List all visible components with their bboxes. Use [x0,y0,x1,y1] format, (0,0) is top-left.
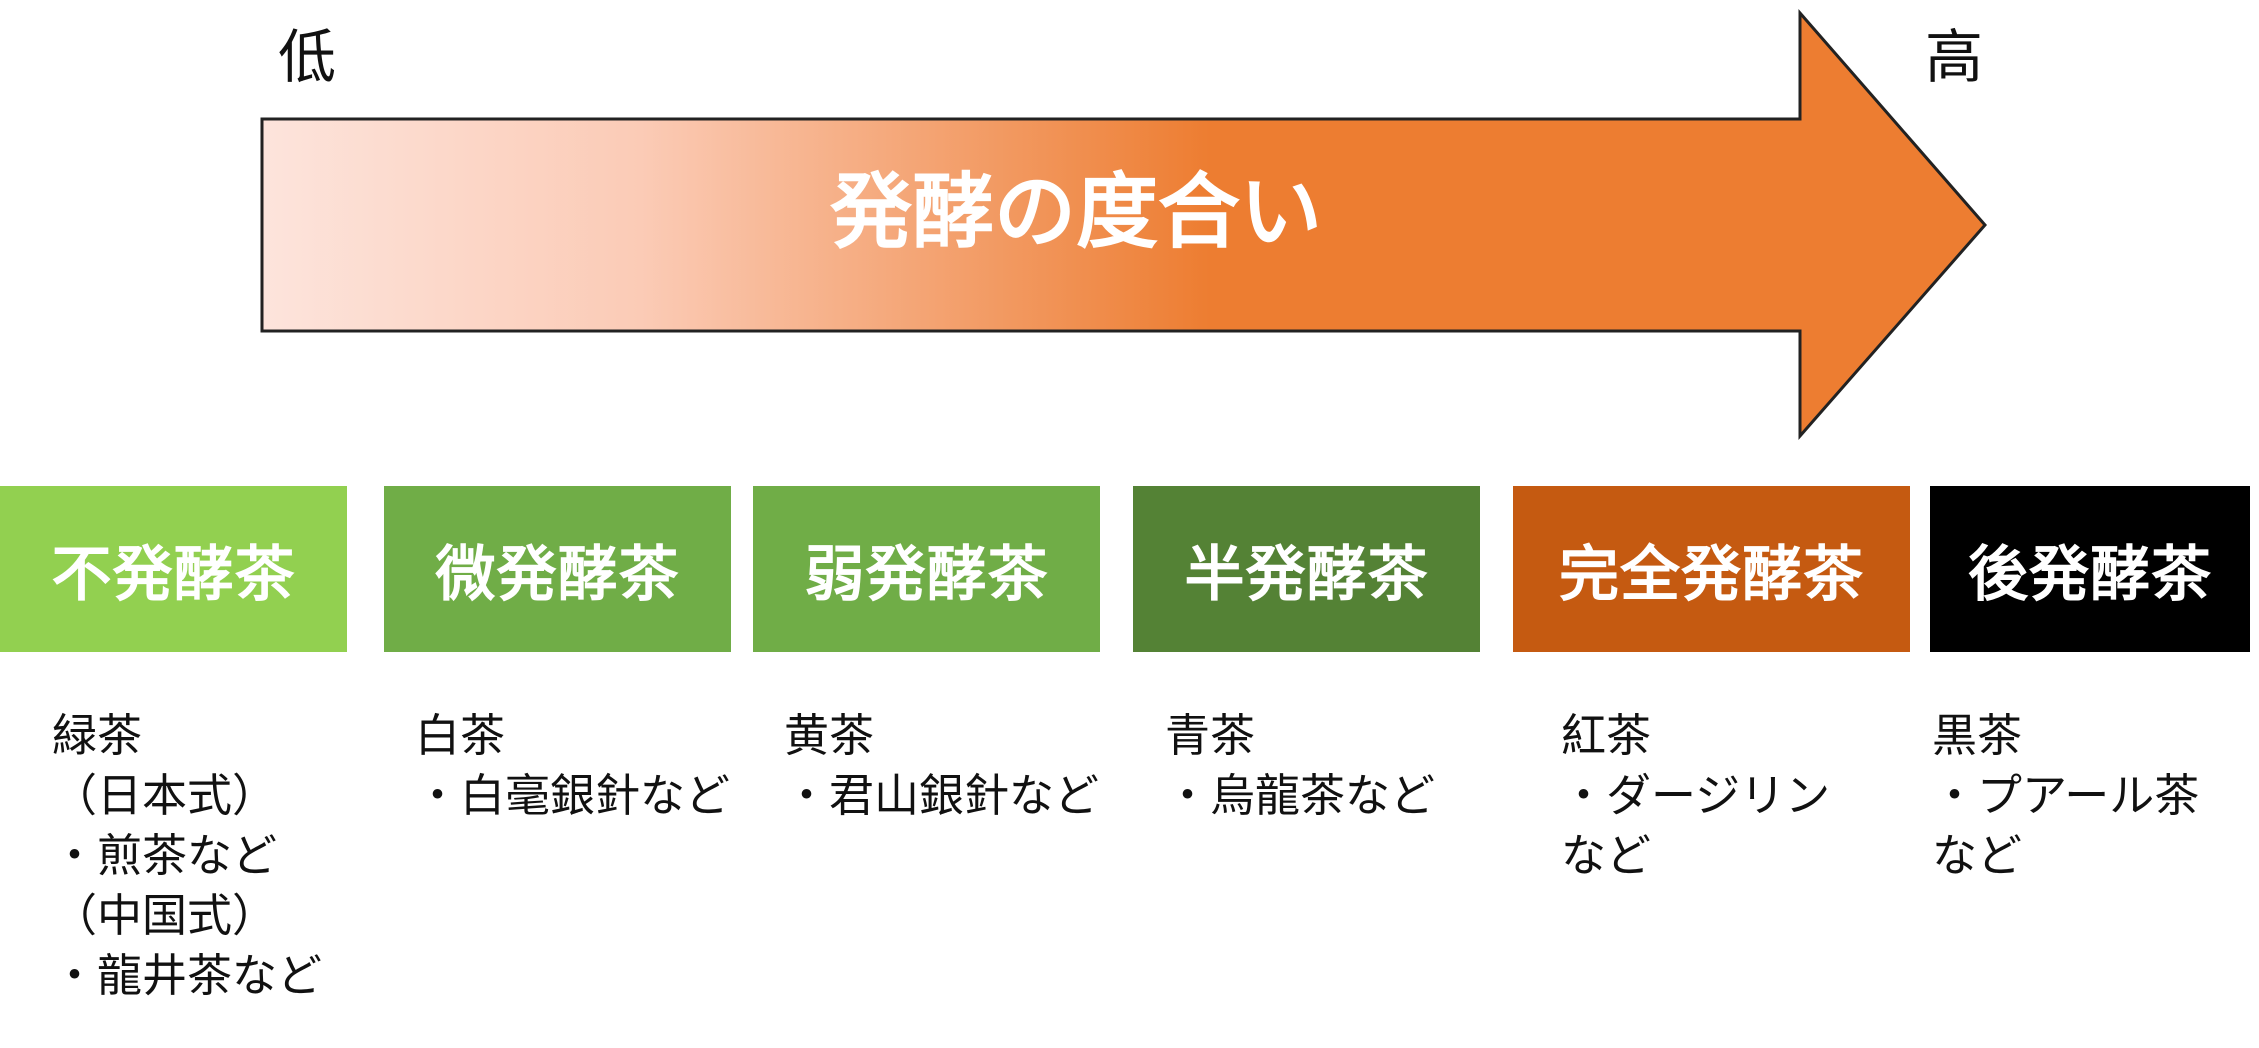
category-examples-fully-fermented: 紅茶 ・ダージリン など [1561,706,1830,886]
example-line: ・プアール茶 [1932,769,2200,822]
category-title: 不発酵茶 [51,539,296,610]
example-line: ・ダージリン [1561,769,1831,822]
example-line: など [1932,829,2023,882]
example-line: 黄茶 [784,709,875,762]
category-title: 微発酵茶 [435,539,680,610]
category-box-semi-fermented: 半発酵茶 [1133,486,1480,652]
example-line: など [1561,829,1652,882]
category-box-unfermented: 不発酵茶 [0,486,347,652]
category-examples-unfermented: 緑茶 （日本式） ・煎茶など （中国式） ・龍井茶など [52,706,322,1006]
category-box-post-fermented: 後発酵茶 [1930,486,2250,652]
high-label: 高 [1925,23,1984,91]
low-label: 低 [278,23,337,91]
category-title: 半発酵茶 [1184,539,1429,610]
arrow-label: 発酵の度合い [830,165,1322,260]
example-line: （日本式） [52,769,278,822]
arrow-shape [260,8,1987,440]
category-box-fully-fermented: 完全発酵茶 [1513,486,1910,652]
example-line: 黒茶 [1932,709,2023,762]
example-line: ・龍井茶など [52,949,323,1002]
example-line: ・君山銀針など [784,769,1100,822]
category-box-lightly-fermented: 弱発酵茶 [753,486,1100,652]
example-line: 白茶 [415,709,506,762]
category-title: 後発酵茶 [1968,539,2212,610]
category-title: 弱発酵茶 [804,539,1049,610]
category-title: 完全発酵茶 [1559,539,1864,610]
category-examples-lightly-fermented: 黄茶 ・君山銀針など [784,706,1099,826]
category-examples-slightly-fermented: 白茶 ・白毫銀針など [415,706,730,826]
category-box-slightly-fermented: 微発酵茶 [384,486,731,652]
example-line: ・烏龍茶など [1165,769,1436,822]
example-line: ・白毫銀針など [415,769,731,822]
example-line: （中国式） [52,889,278,942]
example-line: 緑茶 [52,709,143,762]
category-examples-post-fermented: 黒茶 ・プアール茶 など [1932,706,2199,886]
category-examples-semi-fermented: 青茶 ・烏龍茶など [1165,706,1435,826]
example-line: 青茶 [1165,709,1256,762]
example-line: 紅茶 [1561,709,1652,762]
example-line: ・煎茶など [52,829,278,882]
